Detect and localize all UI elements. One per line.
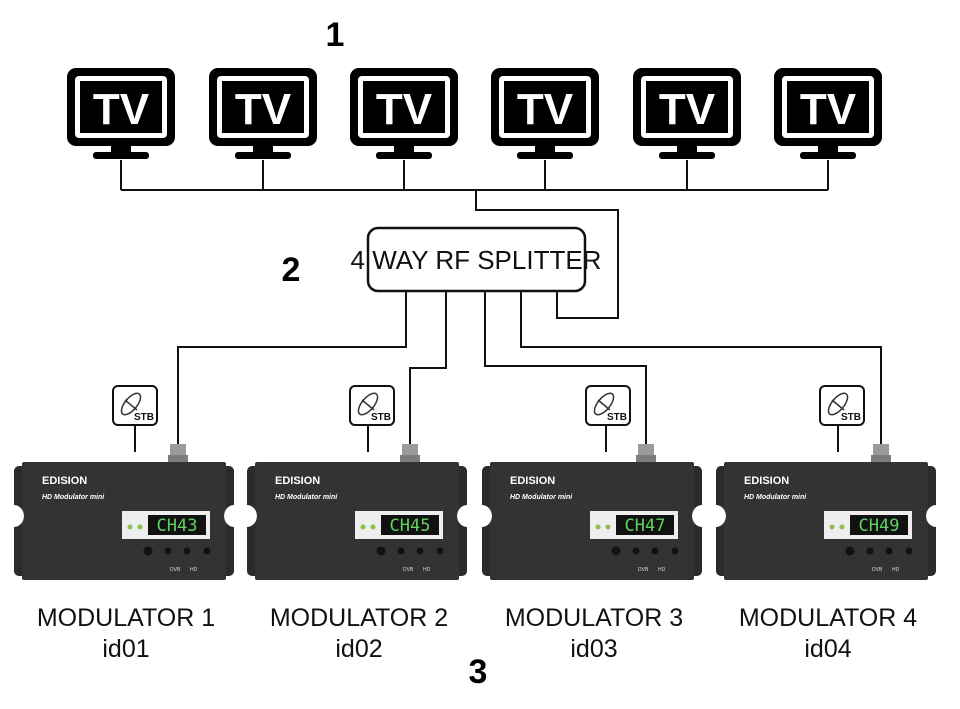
stb-label: STB	[134, 412, 154, 423]
tv-label: TV	[517, 85, 574, 134]
menu-ok-button[interactable]	[611, 546, 621, 556]
tv-icon: TV	[350, 68, 458, 159]
model-label: HD Modulator mini	[510, 494, 573, 501]
down-button[interactable]	[905, 547, 913, 555]
modulator-id: id01	[102, 635, 149, 663]
modulator-name: MODULATOR 3	[505, 604, 683, 632]
down-button[interactable]	[671, 547, 679, 555]
up-button[interactable]	[885, 547, 893, 555]
up-button[interactable]	[183, 547, 191, 555]
splitter-to-mod2	[409, 292, 447, 445]
brand-logo: EDISION	[510, 475, 555, 487]
tv-icon: TV	[491, 68, 599, 159]
modulator-id: id02	[335, 635, 382, 663]
modulator-name: MODULATOR 2	[270, 604, 448, 632]
splitter-to-mod4	[520, 292, 882, 445]
model-label: HD Modulator mini	[42, 494, 105, 501]
model-label: HD Modulator mini	[744, 494, 807, 501]
stb-satellite-icon: STB	[819, 385, 865, 426]
rf-connector	[168, 444, 188, 463]
splitter-to-tv-bus	[475, 190, 619, 319]
modulator-name: MODULATOR 4	[739, 604, 917, 632]
channel-readout: CH49	[859, 516, 900, 536]
stb-satellite-icon: STB	[585, 385, 631, 426]
tv-label: TV	[376, 85, 433, 134]
channel-readout: CH43	[157, 516, 198, 536]
right-button[interactable]	[632, 547, 640, 555]
up-button[interactable]	[651, 547, 659, 555]
stb-label: STB	[371, 412, 391, 423]
menu-ok-button[interactable]	[143, 546, 153, 556]
right-button[interactable]	[397, 547, 405, 555]
splitter-to-mod1	[177, 292, 407, 445]
menu-ok-button[interactable]	[845, 546, 855, 556]
rf-connector	[636, 444, 656, 463]
tv-icon: TV	[67, 68, 175, 159]
down-button[interactable]	[203, 547, 211, 555]
channel-readout: CH47	[625, 516, 666, 536]
modulator-name: MODULATOR 1	[37, 604, 215, 632]
modulator-id: id04	[804, 635, 851, 663]
tv-label: TV	[659, 85, 716, 134]
model-label: HD Modulator mini	[275, 494, 338, 501]
tv-label: TV	[800, 85, 857, 134]
rf-connector	[871, 444, 891, 463]
step-2-label: 2	[282, 251, 301, 289]
rf-connector	[400, 444, 420, 463]
up-button[interactable]	[416, 547, 424, 555]
stb-label: STB	[841, 412, 861, 423]
lcd-display	[850, 515, 908, 535]
stb-label: STB	[607, 412, 627, 423]
channel-readout: CH45	[390, 516, 431, 536]
wiring	[120, 160, 882, 452]
down-button[interactable]	[436, 547, 444, 555]
step-3-label: 3	[469, 653, 488, 691]
splitter-to-mod3	[484, 292, 647, 445]
right-button[interactable]	[164, 547, 172, 555]
tv-icon: TV	[774, 68, 882, 159]
brand-logo: EDISION	[744, 475, 789, 487]
brand-logo: EDISION	[42, 475, 87, 487]
hd-logo: HD	[423, 567, 431, 573]
stb-satellite-icon: STB	[112, 385, 158, 426]
lcd-display	[616, 515, 674, 535]
step-1-label: 1	[326, 16, 345, 54]
stb-satellite-icon: STB	[349, 385, 395, 426]
hd-logo: HD	[190, 567, 198, 573]
dvb-logo: DVB	[170, 567, 181, 573]
right-button[interactable]	[866, 547, 874, 555]
modulator-id: id03	[570, 635, 617, 663]
tv-label: TV	[93, 85, 150, 134]
tv-label: TV	[235, 85, 292, 134]
rf-splitter: 4 WAY RF SPLITTER	[351, 226, 602, 293]
dvb-logo: DVB	[872, 567, 883, 573]
hd-logo: HD	[892, 567, 900, 573]
brand-logo: EDISION	[275, 475, 320, 487]
menu-ok-button[interactable]	[376, 546, 386, 556]
tv-icon: TV	[209, 68, 317, 159]
lcd-display	[381, 515, 439, 535]
dvb-logo: DVB	[638, 567, 649, 573]
lcd-display	[148, 515, 206, 535]
hd-logo: HD	[658, 567, 666, 573]
dvb-logo: DVB	[403, 567, 414, 573]
splitter-label: 4 WAY RF SPLITTER	[351, 245, 602, 275]
tv-icon: TV	[633, 68, 741, 159]
